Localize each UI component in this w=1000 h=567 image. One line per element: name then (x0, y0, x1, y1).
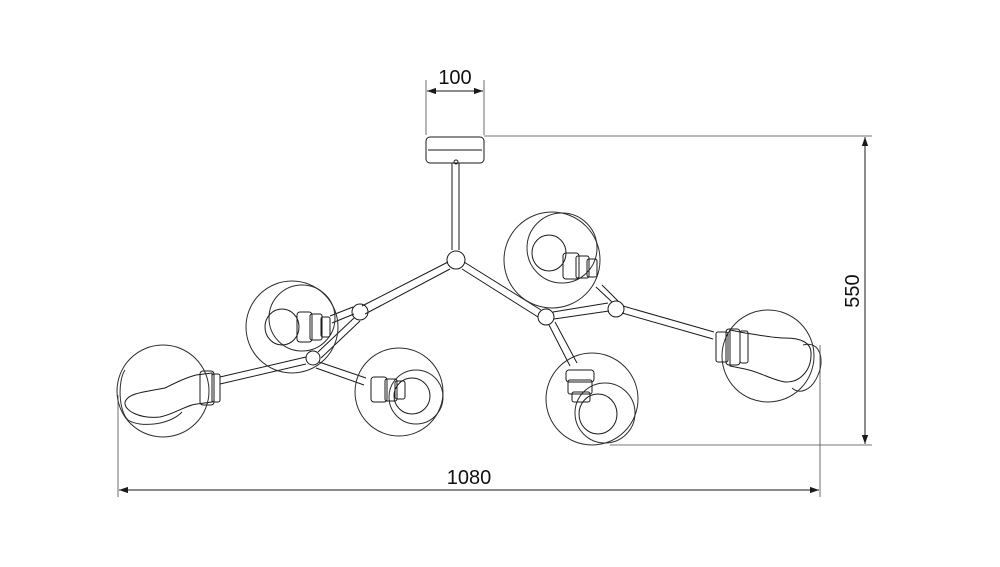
height-dimension: 550 (484, 135, 872, 446)
canopy-width-label: 100 (438, 67, 471, 89)
lamp-far-left (116, 344, 221, 438)
lamp-far-right (715, 309, 822, 403)
lamp-upper-right (503, 211, 601, 309)
lamp-lower-right (545, 352, 639, 446)
width-label: 1080 (447, 467, 492, 489)
height-label: 550 (842, 274, 864, 307)
lamp-upper-left (245, 280, 339, 374)
canopy-width-dimension: 100 (425, 67, 485, 135)
chandelier-arms (219, 250, 715, 386)
lamp-lower-left (354, 347, 444, 437)
ceiling-canopy (425, 136, 485, 250)
width-dimension: 1080 (117, 345, 821, 497)
